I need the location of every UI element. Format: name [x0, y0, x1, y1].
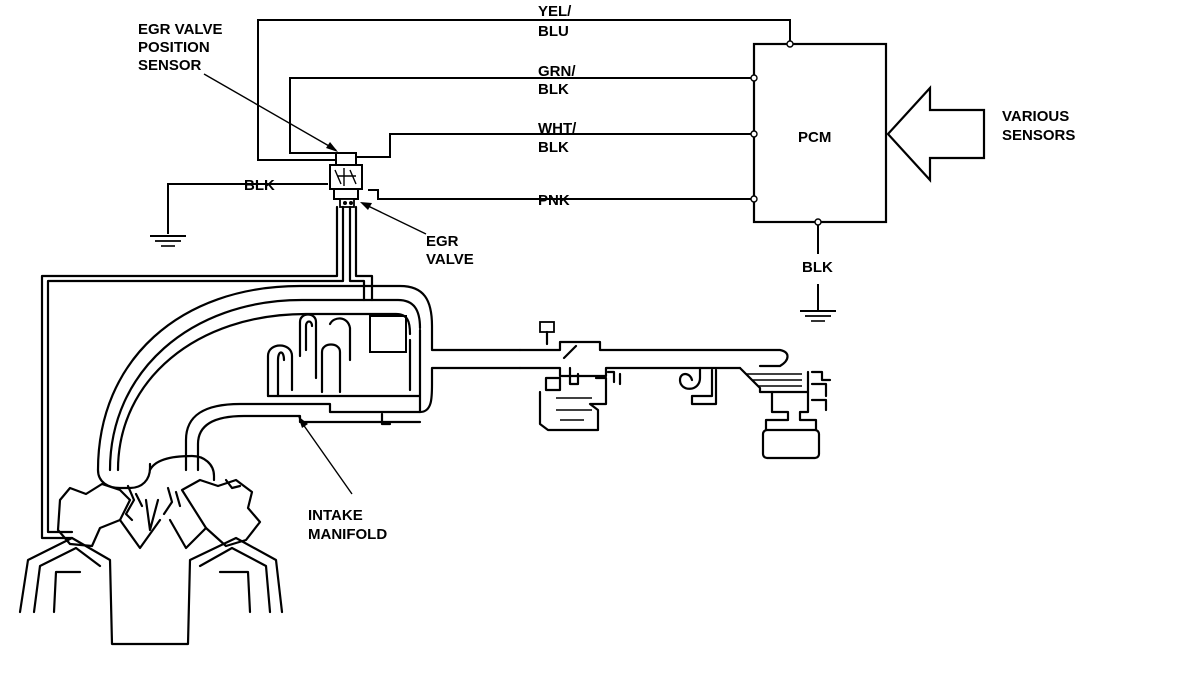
label-various-sensors: SENSORS	[1002, 127, 1075, 144]
egr-sensor-arrow	[203, 73, 337, 151]
label-various-sensors: VARIOUS	[1002, 108, 1069, 125]
egr-valve-arrow	[363, 203, 427, 235]
air-cleaner	[678, 366, 832, 460]
intake-manifold	[96, 284, 789, 472]
label-wire-yel-blu: YEL/	[538, 3, 572, 20]
pcm-module	[750, 40, 888, 226]
wire-wht-blk	[356, 133, 754, 158]
throttle-body	[538, 321, 622, 432]
label-wire-blk-pcm: BLK	[802, 259, 833, 276]
label-egr-valve: EGR	[426, 233, 459, 250]
label-egr-sensor: EGR VALVE	[138, 21, 222, 38]
label-wire-yel-blu: BLU	[538, 23, 569, 40]
egr-valve-assembly	[329, 152, 363, 208]
label-wire-pnk: PNK	[538, 192, 570, 209]
label-wire-wht-blk: WHT/	[538, 120, 577, 137]
pcm-terminal	[786, 40, 794, 48]
sensors-input-arrow	[886, 85, 986, 183]
labels: EGR VALVE POSITION SENSOR YEL/ BLU GRN/ …	[138, 3, 1075, 543]
ground-symbol-pcm	[800, 310, 836, 322]
egr-position-sensor	[335, 152, 357, 166]
engine	[18, 454, 284, 646]
ground-symbol-left	[150, 235, 186, 247]
wire-blk-ground-left	[167, 183, 328, 234]
pcm-terminal	[750, 195, 758, 203]
wire-pnk	[368, 189, 754, 200]
label-wire-grn-blk: GRN/	[538, 63, 576, 80]
wire-grn-blk	[289, 77, 754, 154]
intake-manifold-arrow	[299, 419, 353, 495]
label-wire-blk-left: BLK	[244, 177, 275, 194]
label-wire-grn-blk: BLK	[538, 81, 569, 98]
pcm-box	[752, 42, 888, 224]
label-pcm: PCM	[798, 129, 831, 146]
wire-yel-blu	[257, 19, 791, 161]
pcm-terminal	[750, 74, 758, 82]
leader-arrows	[203, 73, 427, 495]
label-wire-wht-blk: BLK	[538, 139, 569, 156]
label-egr-valve: VALVE	[426, 251, 474, 268]
label-intake-manifold: MANIFOLD	[308, 526, 387, 543]
egr-valve-body	[329, 164, 363, 190]
wiring	[167, 19, 819, 310]
pcm-terminal	[750, 130, 758, 138]
label-egr-sensor: POSITION	[138, 39, 210, 56]
egr-pipe	[40, 205, 374, 540]
label-intake-manifold: INTAKE	[308, 507, 363, 524]
pcm-terminal	[814, 218, 822, 226]
resonator-chamber	[761, 428, 821, 460]
label-egr-sensor: SENSOR	[138, 57, 202, 74]
